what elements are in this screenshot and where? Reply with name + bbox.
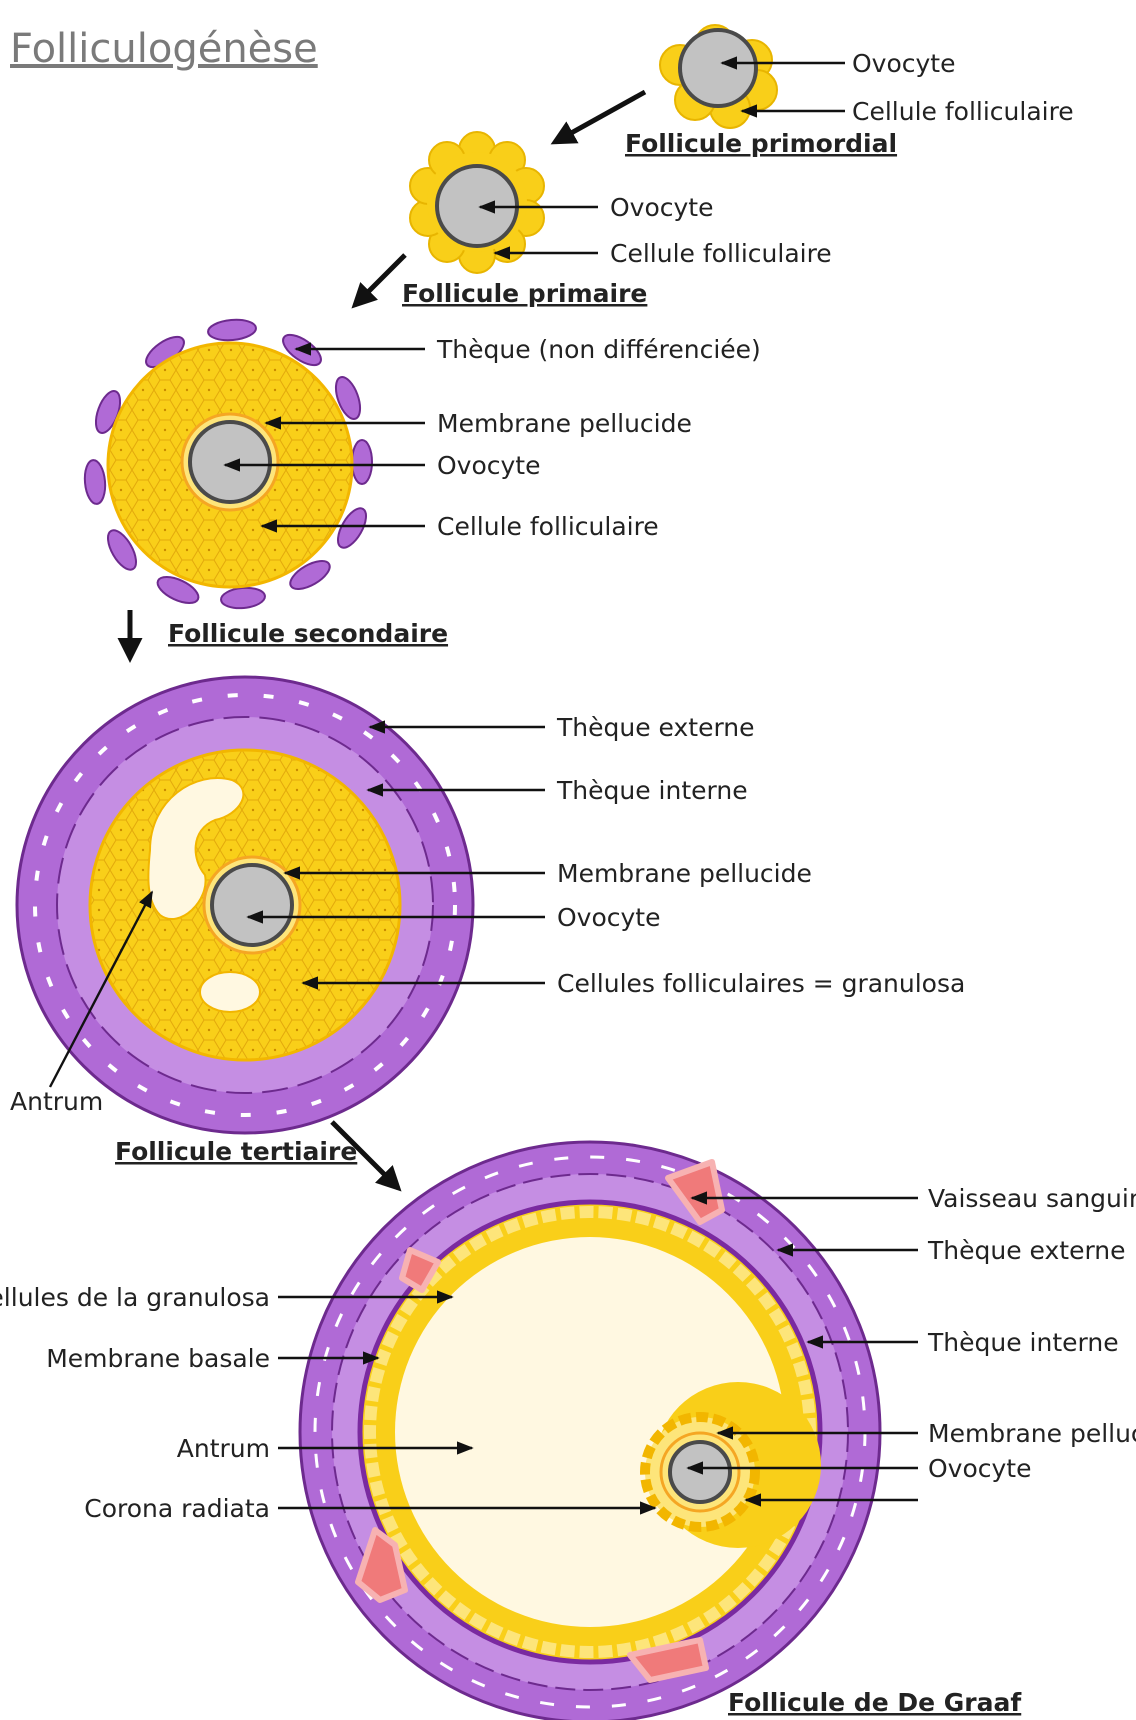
primordial-oocyte — [680, 30, 756, 106]
primordial-stage-label: Follicule primordial — [625, 129, 897, 158]
graaf-follicle — [300, 1142, 880, 1720]
tertiary-oocyte-label: Ovocyte — [557, 903, 661, 932]
graaf-oocyte-label: Ovocyte — [928, 1454, 1032, 1483]
tertiary-stage-label: Follicule tertiaire — [115, 1137, 357, 1166]
secondary-oocyte — [190, 422, 270, 502]
tertiary-antrum-label: Antrum — [10, 1087, 103, 1116]
tertiary-oocyte — [212, 865, 292, 945]
graaf-externa-label: Thèque externe — [927, 1236, 1126, 1265]
secondary-stage-label: Follicule secondaire — [168, 619, 448, 648]
graaf-corona-label: Corona radiata — [84, 1494, 270, 1523]
arrow-primary-to-secondary — [355, 255, 405, 305]
graaf-basal-label: Membrane basale — [46, 1344, 270, 1373]
tertiary-interna-label: Thèque interne — [556, 776, 748, 805]
graaf-granulosa-label: Cellules de la granulosa — [0, 1283, 270, 1312]
graaf-stage-label: Follicule de De Graaf — [728, 1688, 1022, 1717]
primary-oocyte-label: Ovocyte — [610, 193, 714, 222]
primary-stage-label: Follicule primaire — [402, 279, 647, 308]
secondary-theca-label: Thèque (non différenciée) — [436, 335, 761, 364]
graaf-zona-label: Membrane pellucide — [928, 1419, 1136, 1448]
primordial-cell-label: Cellule folliculaire — [852, 97, 1074, 126]
tertiary-follicle — [17, 677, 473, 1133]
primordial-oocyte-label: Ovocyte — [852, 49, 956, 78]
graaf-vessel-label: Vaisseau sanguin — [928, 1184, 1136, 1213]
secondary-zona-label: Membrane pellucide — [437, 409, 692, 438]
tertiary-zona-label: Membrane pellucide — [557, 859, 812, 888]
secondary-cell-label: Cellule folliculaire — [437, 512, 659, 541]
graaf-oocyte — [670, 1442, 730, 1502]
primary-cell-label: Cellule folliculaire — [610, 239, 832, 268]
page-title: Folliculogénèse — [10, 26, 318, 72]
graaf-interna-label: Thèque interne — [927, 1328, 1119, 1357]
tertiary-granulosa-label: Cellules folliculaires = granulosa — [557, 969, 965, 998]
tertiary-externa-label: Thèque externe — [556, 713, 755, 742]
primordial-follicle — [660, 25, 777, 128]
secondary-oocyte-label: Ovocyte — [437, 451, 541, 480]
graaf-antrum-label: Antrum — [177, 1434, 270, 1463]
